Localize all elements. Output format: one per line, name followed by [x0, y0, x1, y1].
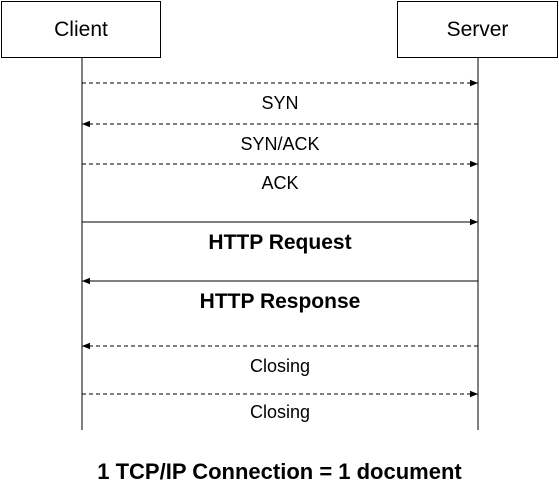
message-label-syn: SYN: [261, 93, 299, 113]
server-participant-box: Server: [397, 1, 558, 58]
message-label-ack: ACK: [261, 173, 299, 193]
diagram-caption: 1 TCP/IP Connection = 1 document: [97, 459, 462, 484]
client-participant-box: Client: [1, 1, 161, 58]
message-label-http-response: HTTP Response: [199, 290, 361, 313]
message-label-closing-2: Closing: [249, 402, 311, 422]
message-label-syn-ack: SYN/ACK: [240, 134, 320, 154]
message-label-http-request: HTTP Request: [208, 231, 352, 254]
server-label: Server: [446, 17, 509, 41]
message-label-closing-1: Closing: [249, 356, 311, 376]
client-label: Client: [54, 17, 108, 41]
